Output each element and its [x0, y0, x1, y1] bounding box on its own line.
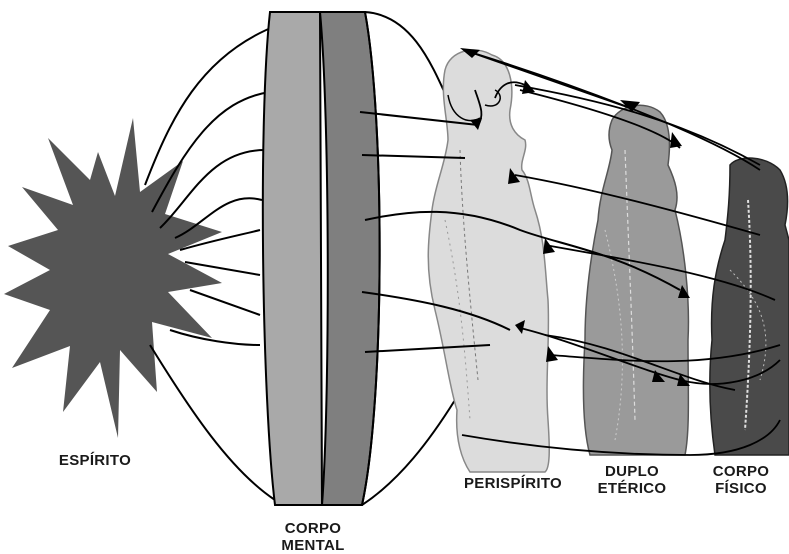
label-duplo-eterico: DUPLO ETÉRICO — [582, 463, 682, 497]
label-espirito: ESPÍRITO — [40, 452, 150, 469]
duplo-eterico-body — [583, 105, 688, 455]
label-corpo-fisico: CORPO FÍSICO — [696, 463, 786, 497]
espirito-star — [4, 118, 222, 438]
perispirito-body — [428, 50, 549, 472]
label-perispirito: PERISPÍRITO — [448, 475, 578, 492]
corpo-mental-disc — [263, 12, 455, 505]
corpo-fisico-body — [710, 158, 789, 455]
label-corpo-mental: CORPO MENTAL — [258, 520, 368, 554]
